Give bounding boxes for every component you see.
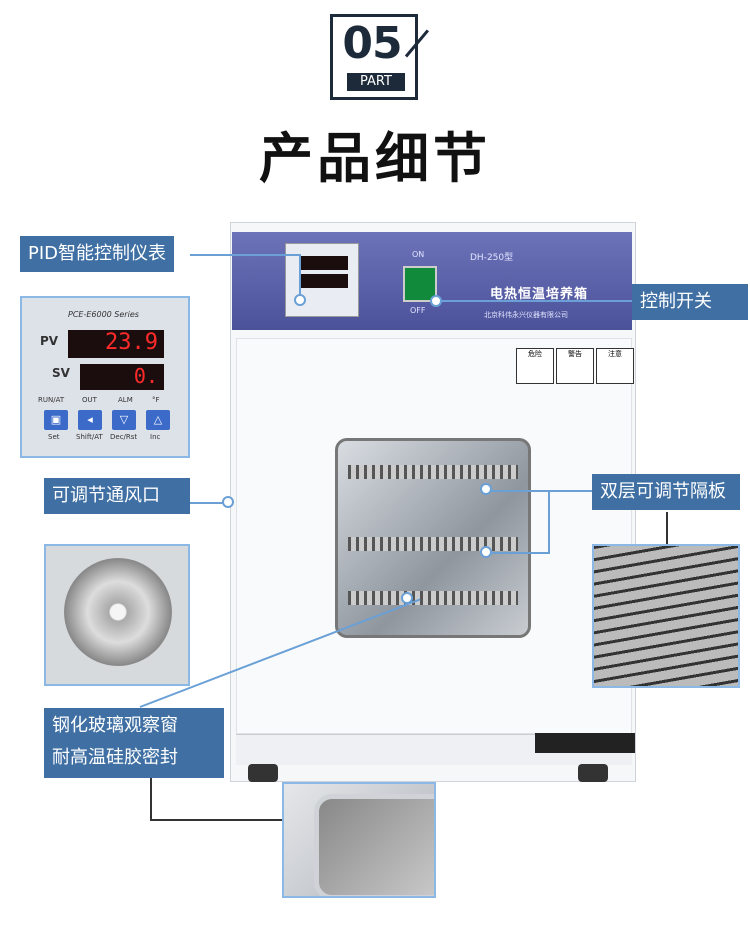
status-out: OUT — [82, 396, 97, 404]
sv-label: SV — [52, 366, 70, 380]
shelf-closeup — [592, 544, 740, 688]
switch-off-label: OFF — [410, 306, 426, 315]
callout-dot — [480, 483, 492, 495]
part-badge — [330, 14, 418, 100]
status-run: RUN/AT — [38, 396, 65, 404]
callout-line — [150, 778, 152, 820]
observation-window — [335, 438, 531, 638]
door-latch[interactable] — [535, 733, 635, 753]
set-key[interactable]: ▣ — [44, 410, 68, 430]
callout-line — [666, 512, 668, 544]
callout-line — [488, 490, 592, 492]
callout-dot — [222, 496, 234, 508]
warning-sticker: 危险 — [516, 348, 554, 384]
callout-line — [150, 819, 282, 821]
callout-line — [190, 502, 224, 504]
callout-dot — [430, 295, 442, 307]
callout-line — [438, 300, 632, 302]
dec-key-label: Dec/Rst — [110, 433, 138, 441]
controller-closeup: PCE-E6000 Series PV 23.9 SV 0. RUN/AT OU… — [20, 296, 190, 458]
callout-window-line2: 耐高温硅胶密封 — [52, 747, 178, 768]
shelf-bottom — [348, 591, 518, 605]
part-label: PART — [347, 73, 405, 91]
callout-window-line1: 钢化玻璃观察窗 — [52, 715, 178, 736]
pv-label: PV — [40, 334, 59, 348]
power-switch[interactable] — [403, 266, 437, 302]
shift-key[interactable]: ◂ — [78, 410, 102, 430]
window-seal — [314, 794, 434, 896]
status-f: °F — [152, 396, 160, 404]
callout-power-switch: 控制开关 — [632, 284, 748, 320]
callout-window: 钢化玻璃观察窗 耐高温硅胶密封 — [44, 708, 224, 778]
callout-line — [548, 490, 550, 552]
pv-value: 23.9 — [68, 330, 164, 358]
product-name: 电热恒温培养箱 — [490, 287, 589, 302]
shelf-lower — [348, 537, 518, 551]
shelf-upper — [348, 465, 518, 479]
callout-line — [299, 254, 301, 296]
callout-shelves: 双层可调节隔板 — [592, 474, 740, 510]
callout-vent: 可调节通风口 — [44, 478, 190, 514]
model-label: DH-250型 — [470, 253, 514, 263]
callout-pid-controller: PID智能控制仪表 — [20, 236, 175, 272]
controller-pv-display — [300, 256, 348, 270]
callout-line — [488, 552, 550, 554]
vent-closeup — [44, 544, 190, 686]
callout-dot — [401, 592, 413, 604]
callout-dot — [480, 546, 492, 558]
company-name: 北京科伟永兴仪器有限公司 — [484, 311, 568, 319]
sv-value: 0. — [80, 364, 164, 390]
dec-key[interactable]: ▽ — [112, 410, 136, 430]
set-key-label: Set — [48, 433, 60, 441]
controller-sv-display — [300, 274, 348, 288]
cabinet-foot — [578, 764, 608, 782]
shift-key-label: Shift/AT — [76, 433, 103, 441]
inc-key-label: Inc — [150, 433, 161, 441]
window-closeup — [282, 782, 436, 898]
callout-line — [190, 254, 300, 256]
part-number: 05 — [342, 18, 402, 69]
warning-sticker: 警告 — [556, 348, 594, 384]
cabinet-foot — [248, 764, 278, 782]
controller-series: PCE-E6000 Series — [68, 310, 139, 319]
callout-dot — [294, 294, 306, 306]
inc-key[interactable]: △ — [146, 410, 170, 430]
vent-icon — [64, 558, 172, 666]
page-title: 产品细节 — [259, 127, 491, 190]
status-alm: ALM — [118, 396, 133, 404]
switch-on-label: ON — [412, 250, 425, 259]
warning-sticker: 注意 — [596, 348, 634, 384]
